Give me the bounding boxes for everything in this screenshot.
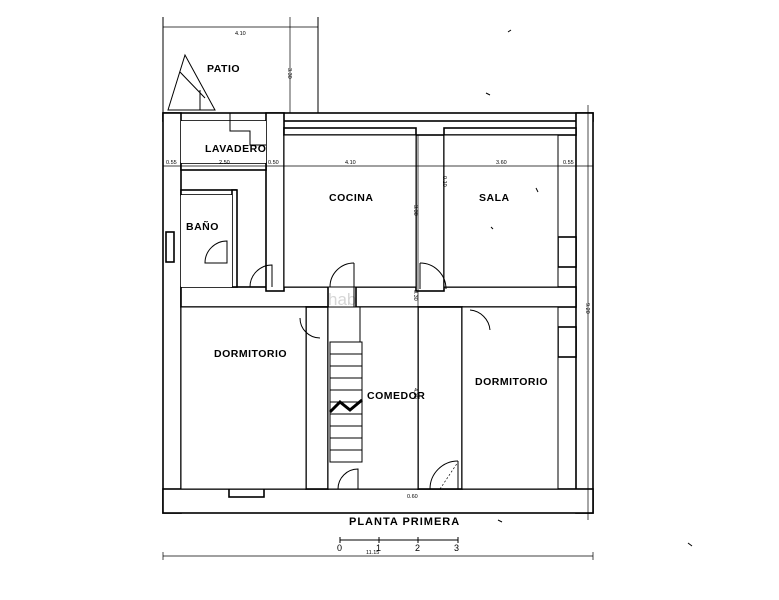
- room-label-comedor: COMEDOR: [367, 390, 425, 402]
- stray-marks: [485, 29, 693, 547]
- dim-overall-depth: 9.20: [584, 303, 590, 314]
- dim-sala-width: 3.60: [496, 160, 507, 166]
- room-label-dormitorio-right: DORMITORIO: [475, 376, 548, 388]
- dim-corridor-gap: 0.30: [412, 290, 418, 301]
- dim-patio-width: 4.10: [235, 31, 246, 37]
- room-label-lavadero: LAVADERO: [205, 143, 266, 155]
- dim-overall-width: 11.15: [366, 550, 379, 556]
- dim-wall-gap: 0.50: [268, 160, 279, 166]
- dim-cocina-width: 4.10: [345, 160, 356, 166]
- room-label-cocina: COCINA: [329, 192, 373, 204]
- room-interiors: [180, 121, 559, 490]
- door-swings: [204, 240, 491, 490]
- outer-walls: [162, 112, 594, 514]
- scale-tick-1: 1: [376, 543, 381, 553]
- lavadero-fixture: [229, 113, 266, 146]
- scale-bar: [339, 537, 459, 543]
- staircase: [328, 307, 363, 463]
- room-label-bano: BAÑO: [186, 220, 219, 233]
- dim-left-margin: 0.55: [166, 160, 177, 166]
- scale-tick-2: 2: [415, 543, 420, 553]
- scale-tick-3: 3: [454, 543, 459, 553]
- dim-cocina-sala-gap: 0.10: [441, 176, 447, 187]
- dim-right-margin: 0.55: [563, 160, 574, 166]
- room-label-patio: PATIO: [207, 63, 240, 75]
- scale-tick-0: 0: [337, 543, 342, 553]
- dim-bottom-gap: 0.60: [407, 494, 418, 500]
- room-label-sala: SALA: [479, 192, 510, 204]
- room-label-dormitorio-left: DORMITORIO: [214, 348, 287, 360]
- dim-lavadero-width: 2.50: [219, 160, 230, 166]
- dim-patio-depth: 3.30: [286, 68, 292, 79]
- dimension-lines: [163, 105, 593, 520]
- overall-width-line: [162, 552, 594, 560]
- plan-title: PLANTA PRIMERA: [349, 516, 460, 528]
- dim-comedor-depth: 4.30: [412, 388, 418, 399]
- patio-area: [162, 17, 319, 113]
- dim-cocina-depth: 3.30: [412, 205, 418, 216]
